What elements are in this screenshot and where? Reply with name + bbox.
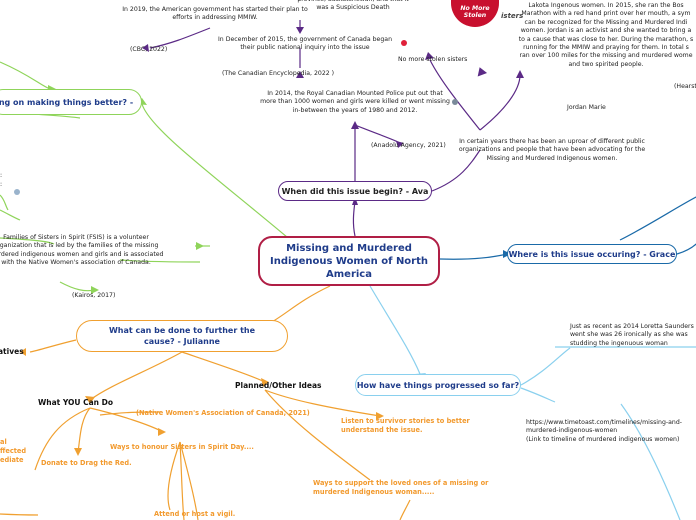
jordan-line: ran over 100 miles for the missing and m…: [519, 52, 693, 60]
item-support-loved-ones[interactable]: Ways to support the loved ones of a miss…: [313, 479, 489, 496]
jordan-line: Lakota Ingenous women. In 2015, she ran …: [528, 2, 684, 9]
label-natives[interactable]: atives: [0, 347, 24, 356]
branch-when[interactable]: When did this issue begin? - Ava: [278, 181, 432, 201]
note-rcmp[interactable]: In 2014, the Royal Canadian Mounted Poli…: [260, 90, 450, 114]
citation-nwac[interactable]: (Native Women's Association of Canada, 2…: [136, 409, 310, 417]
jordan-line: can be recognized for the Missing and Mu…: [524, 18, 688, 26]
label-what-you-can-do[interactable]: What YOU Can Do: [38, 398, 114, 407]
logo-suffix: isters: [501, 12, 524, 20]
globe-icon: [452, 99, 458, 105]
item-listen-survivors[interactable]: Listen to survivor stories to better und…: [341, 417, 470, 434]
link-timeline-desc[interactable]: (Link to timeline of murdered indigenous…: [526, 436, 680, 443]
central-title: Missing and Murdered Indigenous Women of…: [269, 242, 429, 280]
note-jordan-desc[interactable]: Lakota Ingenous women. In 2015, she ran …: [506, 2, 696, 69]
note-2019[interactable]: In 2019, the American government has sta…: [122, 6, 308, 22]
logo-line: Stolen: [463, 12, 487, 19]
branch-progress-label: How have things progressed so far?: [356, 380, 520, 390]
note-uproar[interactable]: In certain years there has been an uproa…: [458, 138, 646, 162]
note-loretta[interactable]: Just as recent as 2014 Loretta Saunders …: [570, 323, 694, 347]
jordan-line: running for the MMIW and praying for the…: [523, 44, 689, 52]
citation-encyclopedia[interactable]: (The Canadian Encyclopedia, 2022 ): [222, 70, 335, 77]
cut-text: :: [0, 181, 3, 188]
item-donate-drag-red[interactable]: Donate to Drag the Red.: [41, 459, 132, 467]
citation-anadolu[interactable]: (Anadolu Agency, 2021): [371, 142, 446, 149]
central-topic[interactable]: Missing and Murdered Indigenous Women of…: [258, 236, 440, 286]
branch-where-label: Where is this issue occuring? - Grace: [508, 249, 676, 259]
globe-icon: [14, 189, 20, 195]
note-jordan-marie[interactable]: Jordan Marie: [567, 104, 606, 111]
branch-progress[interactable]: How have things progressed so far?: [355, 374, 521, 396]
jordan-line: women. Jordan is an activist and she wan…: [520, 27, 692, 35]
note-saskatchewan[interactable]: province, Saskatchewan, and that it was …: [297, 0, 408, 12]
branch-when-label: When did this issue begin? - Ava: [281, 186, 429, 196]
cut-text: ffected: [0, 447, 27, 455]
branch-where[interactable]: Where is this issue occuring? - Grace: [507, 244, 677, 264]
citation-kairos[interactable]: (Kairos, 2017): [72, 292, 116, 299]
label-planned-ideas[interactable]: Planned/Other Ideas: [235, 381, 322, 390]
note-fsis[interactable]: Families of Sisters in Spirit (FSIS) is …: [0, 234, 164, 267]
item-honour-sisters[interactable]: Ways to honour Sisters in Spirit Day....: [110, 443, 254, 451]
link-timeline-url[interactable]: https://www.timetoast.com/timelines/miss…: [526, 419, 682, 435]
jordan-line: and two spirited people.: [568, 60, 644, 68]
branch-making[interactable]: ng on making things better? -: [0, 89, 142, 115]
note-inquiry[interactable]: In December of 2015, the government of C…: [217, 36, 392, 52]
note-no-more-stolen[interactable]: No more stolen sisters: [398, 56, 468, 63]
cut-text: :: [0, 172, 3, 179]
jordan-line: Marathon with a red hand print over her …: [521, 10, 691, 18]
cut-text: ediate: [0, 456, 24, 464]
jordan-line: to a cause that was close to her. During…: [518, 35, 694, 43]
citation-hearst[interactable]: (Hearst: [674, 83, 696, 90]
branch-further-label: What can be done to further the cause? -…: [108, 326, 256, 346]
branch-further[interactable]: What can be done to further the cause? -…: [76, 320, 288, 352]
logo-line: No More: [460, 5, 490, 12]
branch-making-label: ng on making things better? -: [0, 97, 134, 107]
item-attend-vigil[interactable]: Attend or host a vigil.: [154, 510, 236, 518]
cut-text: al: [0, 438, 7, 446]
flag-icon: [401, 40, 407, 46]
citation-cbc[interactable]: (CBC, 2022): [130, 46, 168, 53]
